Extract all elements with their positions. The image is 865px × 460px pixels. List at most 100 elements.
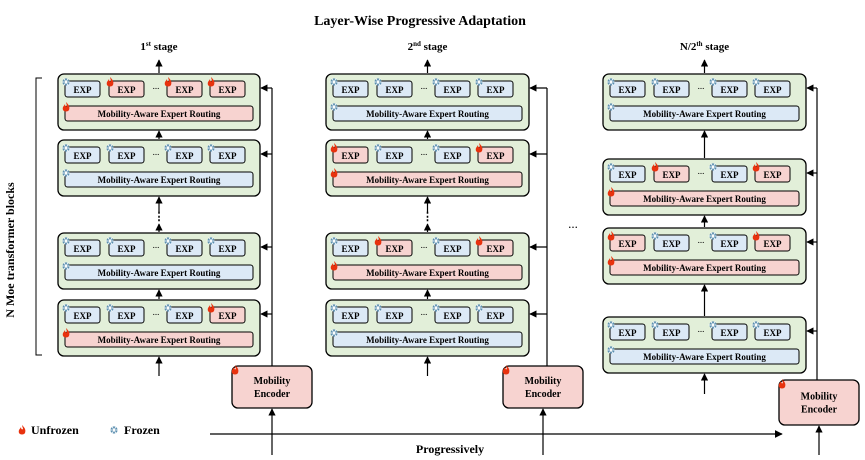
stage-label: 2nd stage <box>408 40 448 53</box>
snowflake-icon <box>751 320 761 330</box>
snowflake-icon <box>606 345 616 355</box>
snowflake-icon <box>61 77 71 87</box>
routing-label: Mobility-Aware Expert Routing <box>98 109 221 119</box>
expert-ellipsis: ... <box>698 235 705 245</box>
routing-box <box>609 348 800 365</box>
flame-icon <box>502 365 510 375</box>
expert-box <box>108 146 145 164</box>
expert-box <box>653 80 690 98</box>
expert-label: EXP <box>219 244 238 254</box>
stage-gap-ellipsis: ... <box>568 216 578 231</box>
expert-label: EXP <box>386 244 405 254</box>
expert-label: EXP <box>74 151 93 161</box>
expert-label: EXP <box>176 311 195 321</box>
stage-label: 1st stage <box>140 40 177 53</box>
snowflake-icon <box>61 143 71 153</box>
expert-box <box>754 323 791 341</box>
expert-label: EXP <box>219 151 238 161</box>
routing-label: Mobility-Aware Expert Routing <box>366 175 489 185</box>
snowflake-icon <box>751 77 761 87</box>
snowflake-icon <box>61 261 71 271</box>
flame-icon <box>330 143 338 153</box>
snowflake-icon <box>61 236 71 246</box>
expert-box <box>166 239 203 257</box>
flame-icon <box>164 77 172 87</box>
expert-label: EXP <box>176 244 195 254</box>
flame-icon <box>607 187 615 197</box>
encoder-box <box>231 365 313 409</box>
expert-ellipsis: ... <box>698 324 705 334</box>
expert-box <box>166 306 203 324</box>
flame-icon <box>330 168 338 178</box>
snowflake-icon <box>650 320 660 330</box>
routing-label: Mobility-Aware Expert Routing <box>643 263 766 273</box>
snowflake-icon <box>206 143 216 153</box>
encoder-label-1: Mobility <box>525 376 562 387</box>
flame-icon <box>475 143 483 153</box>
expert-label: EXP <box>444 85 463 95</box>
snowflake-icon <box>708 231 718 241</box>
routing-box <box>609 259 800 276</box>
expert-box <box>754 165 791 183</box>
legend-frozen-label: Frozen <box>124 423 160 437</box>
routing-box <box>64 105 254 122</box>
expert-box <box>376 306 413 324</box>
flame-icon <box>62 102 70 112</box>
expert-box <box>434 80 471 98</box>
expert-label: EXP <box>386 311 405 321</box>
expert-box <box>108 306 145 324</box>
expert-ellipsis: ... <box>421 81 428 91</box>
routing-label: Mobility-Aware Expert Routing <box>643 109 766 119</box>
snowflake-icon <box>105 143 115 153</box>
expert-label: EXP <box>487 151 506 161</box>
routing-label: Mobility-Aware Expert Routing <box>98 335 221 345</box>
expert-label: EXP <box>764 239 783 249</box>
expert-ellipsis: ... <box>153 147 160 157</box>
expert-box <box>477 306 514 324</box>
progress-label: Progressively <box>416 442 484 456</box>
expert-box <box>64 80 101 98</box>
snowflake-icon <box>61 168 71 178</box>
snowflake-icon <box>329 303 339 313</box>
routing-box <box>332 264 523 281</box>
expert-box <box>166 146 203 164</box>
expert-label: EXP <box>444 244 463 254</box>
expert-label: EXP <box>444 311 463 321</box>
expert-label: EXP <box>663 239 682 249</box>
routing-label: Mobility-Aware Expert Routing <box>98 268 221 278</box>
expert-label: EXP <box>721 239 740 249</box>
snowflake-icon <box>109 425 119 435</box>
expert-box <box>64 146 101 164</box>
expert-label: EXP <box>219 311 238 321</box>
snowflake-icon <box>431 77 441 87</box>
expert-box <box>609 165 646 183</box>
snowflake-icon <box>329 77 339 87</box>
snowflake-icon <box>606 77 616 87</box>
expert-box <box>209 239 246 257</box>
block-ellipsis: ⋮ <box>154 211 165 223</box>
expert-box <box>209 80 246 98</box>
expert-label: EXP <box>74 244 93 254</box>
expert-box <box>332 146 369 164</box>
expert-box <box>711 323 748 341</box>
flame-icon <box>475 236 483 246</box>
encoder-box <box>502 365 584 409</box>
expert-ellipsis: ... <box>153 81 160 91</box>
expert-box <box>376 239 413 257</box>
expert-box <box>108 239 145 257</box>
snowflake-icon <box>373 303 383 313</box>
expert-label: EXP <box>619 85 638 95</box>
routing-box <box>609 190 800 207</box>
